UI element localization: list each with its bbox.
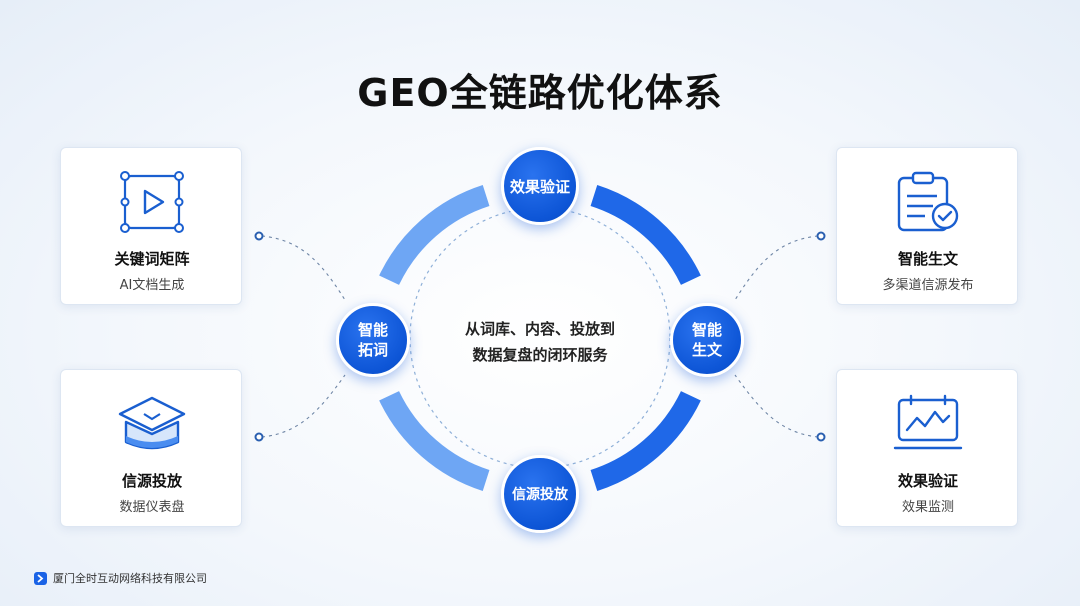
card-effect-verify: 效果验证 效果监测 (836, 369, 1018, 527)
card-title: 关键词矩阵 (114, 250, 190, 268)
card-title: 效果验证 (897, 472, 958, 490)
node-right: 智能生文 (670, 303, 744, 377)
page-title: GEO全链路优化体系 (357, 71, 723, 115)
clipboard-check-icon (837, 170, 1019, 234)
card-subtitle: 数据仪表盘 (119, 500, 185, 515)
connector-dots (254, 231, 826, 442)
card-subtitle: 效果监测 (901, 500, 954, 515)
footer: 厦门全时互动网络科技有限公司 (34, 570, 207, 586)
ring-arc-top-left (379, 185, 490, 286)
card-subtitle: 多渠道信源发布 (882, 278, 974, 293)
graduation-cap-icon (61, 392, 243, 456)
connector-bottom-right (734, 374, 819, 438)
connector-dot-top-right (816, 231, 826, 241)
center-line-1: 从词库、内容、投放到 (464, 320, 615, 338)
card-keyword-matrix: 关键词矩阵 AI文档生成 (60, 147, 242, 305)
node-top: 效果验证 (501, 147, 579, 225)
node-bottom: 信源投放 (501, 455, 579, 533)
connector-top-right (734, 235, 819, 301)
card-connectors (261, 235, 819, 438)
card-source-delivery: 信源投放 数据仪表盘 (60, 369, 242, 527)
ring-arcs (379, 185, 701, 491)
connector-dot-bottom-right (816, 432, 826, 442)
company-name: 厦门全时互动网络科技有限公司 (53, 572, 207, 585)
connector-dot-top-left (254, 231, 264, 241)
center-line-2: 数据复盘的闭环服务 (472, 346, 608, 364)
video-play-icon (61, 170, 243, 234)
company-logo-icon (34, 571, 47, 585)
card-title: 信源投放 (121, 472, 182, 490)
card-title: 智能生文 (897, 250, 958, 268)
connector-bottom-left (261, 374, 346, 438)
ring-arc-bottom-left (379, 390, 490, 491)
ring-arc-top-right (590, 185, 701, 286)
ring-arc-bottom-right (590, 390, 701, 491)
connector-dot-bottom-left (254, 432, 264, 442)
chart-monitor-icon (837, 392, 1019, 456)
center-description: 从词库、内容、投放到 数据复盘的闭环服务 (440, 316, 640, 368)
card-subtitle: AI文档生成 (119, 278, 185, 293)
node-left: 智能拓词 (336, 303, 410, 377)
connector-top-left (261, 235, 346, 301)
card-smart-content: 智能生文 多渠道信源发布 (836, 147, 1018, 305)
